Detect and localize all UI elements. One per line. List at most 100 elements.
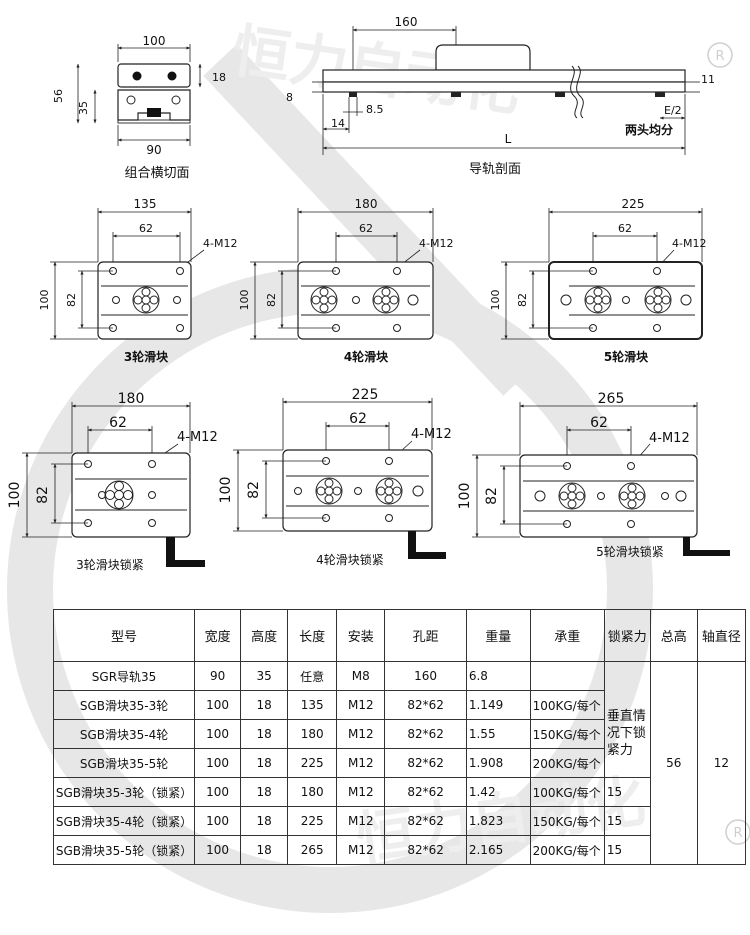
table-row: SGB滑块35-4轮（锁紧） 100 18 225 M12 82*62 1.82… [52, 806, 746, 836]
svg-text:82: 82 [516, 293, 529, 307]
cell: 35 [240, 661, 289, 691]
dim-height-slider: 18 [212, 71, 226, 84]
slider-5-lock-caption: 5轮滑块锁紧 [596, 544, 664, 559]
cell: 82*62 [384, 719, 467, 749]
cell: SGR导轨35 [52, 661, 196, 691]
cell: M12 [336, 777, 386, 807]
cell: 100 [194, 835, 242, 865]
cross-section-drawing: 100 18 56 35 90 组合横切面 [52, 34, 226, 181]
rail-profile-caption: 导轨剖面 [469, 162, 521, 177]
cell: SGB滑块35-5轮（锁紧） [52, 835, 196, 865]
cell: 82*62 [384, 806, 467, 836]
header-length: 长度 [287, 609, 338, 662]
svg-text:100: 100 [7, 482, 23, 509]
header-mount: 安装 [336, 609, 386, 662]
cell: 1.42 [465, 777, 531, 807]
cell: 1.149 [465, 690, 531, 720]
header-weight: 重量 [465, 609, 531, 662]
dim-height-total: 56 [52, 89, 65, 103]
slider-4-wheel-drawing: 180 62 4-M12 100 82 4轮滑块 [238, 197, 453, 364]
dim-e-half: E/2 [664, 104, 682, 117]
cell: 100 [194, 719, 242, 749]
slider-5-wheel-drawing: 225 62 4-M12 100 82 5轮滑块 [489, 197, 706, 364]
lock-force-cell: 15 [603, 806, 651, 836]
slider-3-wheel-drawing: 135 62 4-M12 100 82 3轮滑块 [38, 197, 237, 364]
svg-text:180: 180 [355, 197, 378, 211]
cell: 100 [194, 806, 242, 836]
svg-text:62: 62 [109, 415, 127, 431]
dim-end-14: 14 [331, 117, 345, 130]
cell [529, 661, 605, 691]
svg-text:100: 100 [238, 290, 251, 311]
cell: 180 [287, 719, 338, 749]
cell: 100KG/每个 [529, 777, 605, 807]
cell: M12 [336, 806, 386, 836]
cell: 任意 [287, 661, 338, 691]
cell: SGB滑块35-4轮（锁紧） [52, 806, 196, 836]
svg-text:4-M12: 4-M12 [177, 430, 218, 445]
dim-rail-8: 8 [286, 91, 293, 104]
dim-slot-85: 8.5 [366, 103, 384, 116]
cell: 1.823 [465, 806, 531, 836]
cell: 82*62 [384, 690, 467, 720]
header-lock-force: 锁紧力 [603, 609, 651, 662]
cell: 135 [287, 690, 338, 720]
table-row: SGB滑块35-5轮（锁紧） 100 18 265 M12 82*62 2.16… [52, 835, 746, 865]
table-row: SGR导轨35 90 35 任意 M8 160 6.8 56 12 [52, 661, 747, 865]
svg-text:62: 62 [139, 222, 153, 235]
svg-text:135: 135 [134, 197, 157, 211]
cell: SGB滑块35-4轮 [52, 719, 196, 749]
cell: 18 [240, 835, 289, 865]
svg-text:4-M12: 4-M12 [672, 237, 706, 250]
svg-text:100: 100 [457, 483, 473, 510]
cell: M8 [336, 661, 386, 691]
total-height-cell: 56 [649, 661, 698, 865]
cell: 100 [194, 777, 242, 807]
cell: 200KG/每个 [529, 835, 605, 865]
cell: 18 [240, 748, 289, 778]
rail-note: 两头均分 [625, 122, 673, 137]
lock-force-cell: 15 [603, 835, 651, 865]
cell: 1.55 [465, 719, 531, 749]
table-row: SGB滑块35-4轮 100 18 180 M12 82*62 1.55 150… [52, 719, 746, 749]
cell: 100 [194, 690, 242, 720]
svg-text:62: 62 [590, 415, 608, 431]
cell: 18 [240, 690, 289, 720]
cell: M12 [336, 835, 386, 865]
svg-text:62: 62 [618, 222, 632, 235]
cell: M12 [336, 719, 386, 749]
cell: 6.8 [465, 661, 531, 691]
cell: SGB滑块35-3轮（锁紧） [52, 777, 196, 807]
dim-height-rail: 35 [77, 101, 90, 115]
svg-text:4-M12: 4-M12 [203, 237, 237, 250]
cell: SGB滑块35-5轮 [52, 748, 196, 778]
header-load: 承重 [529, 609, 605, 662]
svg-text:225: 225 [352, 387, 379, 403]
axle-diameter-cell: 12 [696, 661, 747, 865]
cell: 90 [194, 661, 242, 691]
cell: 18 [240, 719, 289, 749]
dim-width-top: 100 [143, 34, 166, 48]
table-row: SGB滑块35-3轮 100 18 135 M12 82*62 1.149 10… [52, 690, 746, 778]
cell: 150KG/每个 [529, 719, 605, 749]
header-hole-pitch: 孔距 [384, 609, 467, 662]
cell: M12 [336, 690, 386, 720]
cell: 180 [287, 777, 338, 807]
slider-4-lock-caption: 4轮滑块锁紧 [316, 552, 384, 567]
cell: 18 [240, 777, 289, 807]
technical-drawings: 100 18 56 35 90 组合横切面 160 [7, 15, 730, 572]
cell: 1.908 [465, 748, 531, 778]
svg-text:180: 180 [118, 391, 145, 407]
cell: 200KG/每个 [529, 748, 605, 778]
header-width: 宽度 [194, 609, 242, 662]
svg-text:265: 265 [598, 391, 625, 407]
svg-text:4-M12: 4-M12 [649, 431, 690, 446]
dim-width-bottom: 90 [146, 143, 161, 157]
slider-5-wheel-lock-drawing: 265 62 4-M12 100 82 5轮滑块锁紧 [457, 391, 730, 559]
svg-text:100: 100 [38, 290, 51, 311]
svg-text:4-M12: 4-M12 [419, 237, 453, 250]
cell: 225 [287, 748, 338, 778]
svg-text:4-M12: 4-M12 [411, 427, 452, 442]
header-total-height: 总高 [649, 609, 698, 662]
cross-section-caption: 组合横切面 [124, 166, 189, 181]
